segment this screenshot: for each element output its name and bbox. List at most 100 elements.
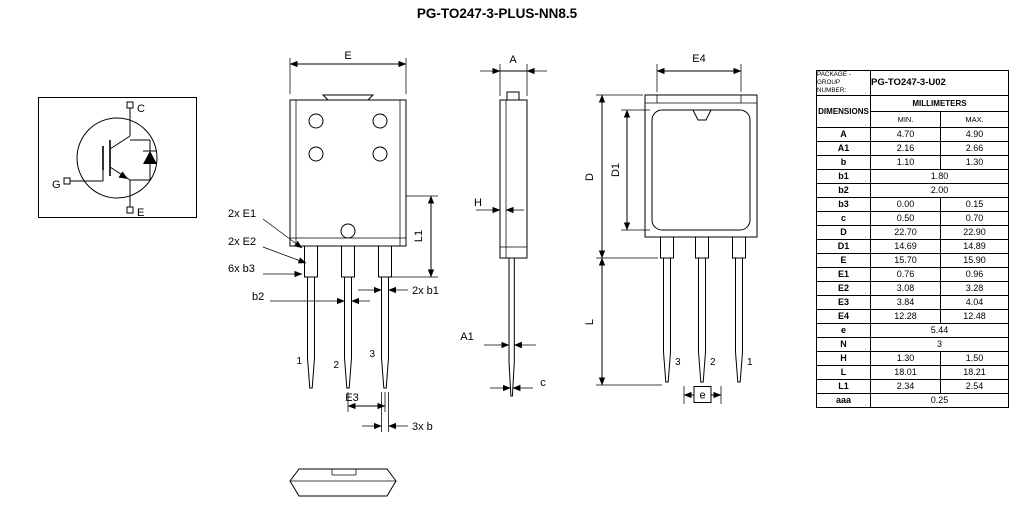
dim-cell: L xyxy=(816,364,871,380)
min-cell: 18.01 xyxy=(870,364,941,380)
dim-D1: D1 xyxy=(610,109,650,231)
max-cell: 2.66 xyxy=(940,140,1009,156)
dim-b3: 6x b3 xyxy=(228,263,303,278)
pin xyxy=(698,258,706,383)
dim-A-label: A xyxy=(509,54,517,66)
dim-cell: L1 xyxy=(816,378,871,394)
dim-b: 3x b xyxy=(362,392,433,433)
dim-b1-label: 2x b1 xyxy=(412,285,439,297)
dim-e: e xyxy=(683,386,722,404)
dim-E4: E4 xyxy=(656,53,742,92)
front-view: E 1 2 xyxy=(228,50,439,433)
min-cell: 14.69 xyxy=(870,238,941,254)
dim-b-label: 3x b xyxy=(412,421,433,433)
dim-b1: 2x b1 xyxy=(358,285,439,297)
max-cell: 1.30 xyxy=(940,154,1009,170)
package-group-number: PG-TO247-3-U02 xyxy=(870,70,1009,96)
pin3-number: 3 xyxy=(675,357,681,368)
max-cell: 12.48 xyxy=(940,308,1009,324)
dim-cell: aaa xyxy=(816,392,871,408)
dim-cell: E1 xyxy=(816,266,871,282)
mounting-hole xyxy=(308,146,324,162)
mounting-hole xyxy=(372,146,388,162)
max-cell: 22.90 xyxy=(940,224,1009,240)
dim-D-label: D xyxy=(584,173,596,181)
dim-cell: E3 xyxy=(816,294,871,310)
table-header-row: PACKAGE - GROUP NUMBER: PG-TO247-3-U02 xyxy=(816,70,1009,96)
pin xyxy=(344,277,352,389)
dim-cell: b2 xyxy=(816,182,871,198)
pin3-number: 3 xyxy=(369,349,375,360)
max-cell: 0.70 xyxy=(940,210,1009,226)
dim-E-front: E xyxy=(289,50,407,94)
dim-cell: E2 xyxy=(816,280,871,296)
table-header-row: DIMENSIONS MILLIMETERS xyxy=(816,94,1009,128)
front-body xyxy=(289,94,407,247)
pin xyxy=(508,258,515,397)
dim-L-label: L xyxy=(584,319,596,325)
mounting-hole xyxy=(340,223,356,239)
min-cell: 1.30 xyxy=(870,350,941,366)
pin-base xyxy=(341,245,355,278)
span-value-cell: 0.25 xyxy=(870,392,1009,408)
dim-cell: D xyxy=(816,224,871,240)
dim-cell: e xyxy=(816,322,871,338)
dimensions-table: PACKAGE - GROUP NUMBER: PG-TO247-3-U02 D… xyxy=(816,70,1009,408)
dim-A: A xyxy=(480,54,547,96)
pin-base xyxy=(695,236,709,259)
pin xyxy=(381,277,389,389)
dim-H: H xyxy=(474,197,524,214)
dim-E2: 2x E2 xyxy=(228,236,307,264)
max-cell: 4.90 xyxy=(940,126,1009,142)
dim-e-label: e xyxy=(699,390,705,402)
emitter-label: E xyxy=(137,207,144,219)
pin1-number: 1 xyxy=(296,356,302,367)
dim-cell: N xyxy=(816,336,871,352)
max-cell: 0.15 xyxy=(940,196,1009,212)
pin-base xyxy=(660,236,674,259)
span-value-cell: 2.00 xyxy=(870,182,1009,198)
bottom-view xyxy=(289,468,397,497)
min-cell: 15.70 xyxy=(870,252,941,268)
dim-b2: b2 xyxy=(252,291,370,305)
side-view: A H A1 c xyxy=(460,54,547,397)
max-cell: 15.90 xyxy=(940,252,1009,268)
span-value-cell: 1.80 xyxy=(870,168,1009,184)
pin-base xyxy=(304,245,318,278)
pin2-number: 2 xyxy=(333,360,339,371)
gate-label: G xyxy=(52,179,61,191)
max-cell: 18.21 xyxy=(940,364,1009,380)
pin1-number: 1 xyxy=(747,357,753,368)
max-cell: 14.89 xyxy=(940,238,1009,254)
max-cell: 1.50 xyxy=(940,350,1009,366)
max-cell: 4.04 xyxy=(940,294,1009,310)
dim-E1-label: 2x E1 xyxy=(228,208,256,220)
diode-icon xyxy=(143,151,157,164)
dim-cell: c xyxy=(816,210,871,226)
pin xyxy=(307,277,315,389)
metal-pad-outline xyxy=(651,109,751,231)
min-cell: 2.34 xyxy=(870,378,941,394)
dim-c-label: c xyxy=(540,377,546,389)
dim-c: c xyxy=(490,377,546,392)
pin xyxy=(735,258,743,383)
mounting-hole xyxy=(308,113,324,129)
front-pins: 1 2 3 xyxy=(296,245,392,389)
dim-cell: D1 xyxy=(816,238,871,254)
